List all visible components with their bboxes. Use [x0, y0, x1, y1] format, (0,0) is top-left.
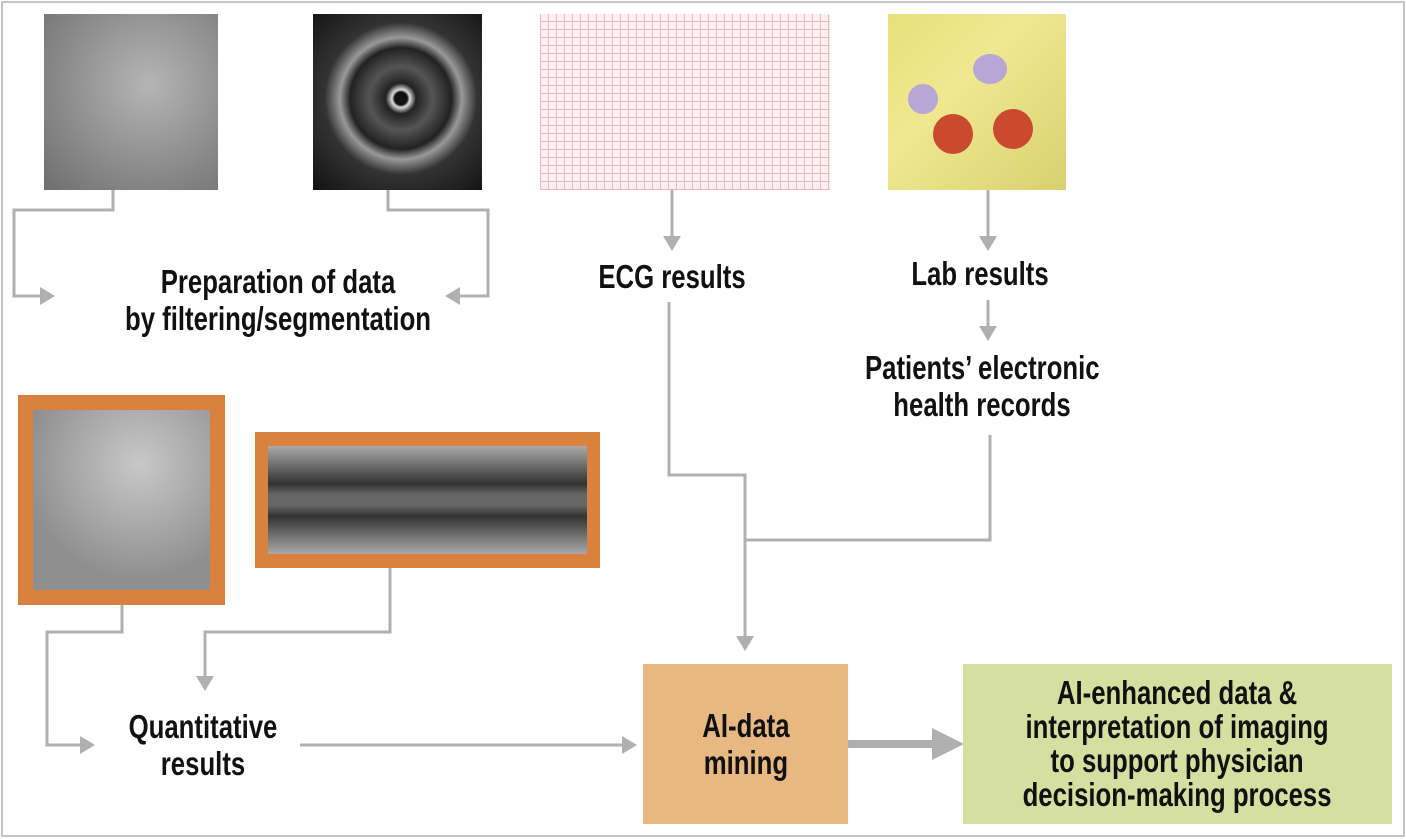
lab-results-label: Lab results [911, 255, 1049, 292]
preparation-line-2: by filtering/segmentation [124, 300, 432, 337]
quantitative-results-label: Quantitative results [125, 708, 281, 782]
angiogram-image [44, 14, 218, 190]
quantitative-line-2: results [160, 745, 246, 782]
outcome-line-2: interpretation of imaging [1025, 708, 1330, 745]
preparation-line-1: Preparation of data [160, 263, 396, 300]
quantitative-line-1: Quantitative [128, 708, 278, 745]
arrow-ecg-to-ai [667, 302, 754, 651]
ehr-line-2: health records [893, 386, 1071, 423]
ivus-image [313, 14, 482, 190]
arrow-ivus-to-preparation [386, 190, 490, 305]
arrow-angiogram-to-preparation [12, 190, 115, 305]
ai-mining-line-1: AI-data [701, 707, 790, 744]
lab-tubes-image [888, 14, 1066, 190]
arrow-angio-to-quantitative [45, 605, 124, 754]
outcome-line-3: to support physician [1050, 742, 1305, 779]
outcome-label: AI-enhanced data & interpretation of ima… [1023, 676, 1332, 812]
ai-data-mining-label: AI-data mining [702, 707, 789, 781]
ecg-image [540, 14, 830, 190]
ai-data-mining-box: AI-data mining [643, 664, 848, 824]
ai-mining-line-2: mining [703, 744, 788, 781]
segmented-angiogram-image [18, 395, 225, 605]
arrow-ivus-to-quantitative [196, 568, 392, 691]
ecg-results-label: ECG results [598, 258, 746, 295]
ehr-label: Patients’ electronic health records [865, 349, 1100, 423]
ehr-line-1: Patients’ electronic [865, 349, 1100, 386]
segmented-ivus-longitudinal-image [255, 432, 600, 568]
outcome-line-4: decision-making process [1022, 776, 1332, 813]
preparation-label: Preparation of data by filtering/segment… [122, 263, 434, 337]
outcome-box: AI-enhanced data & interpretation of ima… [963, 664, 1392, 824]
outcome-line-1: AI-enhanced data & [1057, 674, 1298, 711]
arrow-ehr-to-ai [745, 435, 992, 542]
